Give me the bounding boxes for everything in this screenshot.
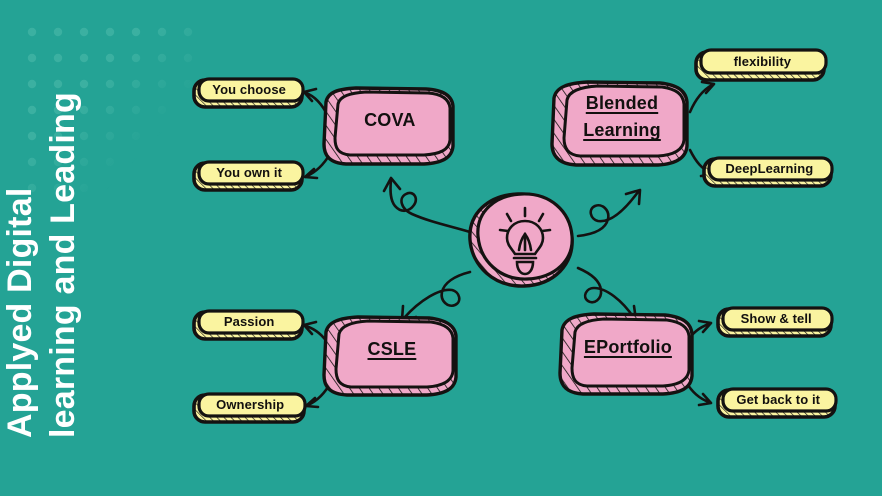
badge-get-back-to-it[interactable]: Get back to it [714, 386, 840, 420]
center-node-lightbulb[interactable] [462, 188, 580, 292]
badge-deeplearning-label: DeepLearning [725, 161, 814, 177]
badge-you-own-it[interactable]: You own it [190, 159, 306, 193]
badge-show-and-tell-label-wrap: Show & tell [725, 305, 827, 332]
badge-you-choose-shape [192, 77, 305, 109]
node-csle-label-wrap: CSLE [334, 313, 451, 387]
connector-center-to-blended-learning [576, 188, 642, 238]
center-node-shape [468, 192, 574, 288]
node-eportfolio-label: EPortfolio [583, 337, 672, 358]
badge-passion-label-wrap: Passion [200, 308, 297, 335]
connector-center-to-cova [382, 176, 472, 234]
badge-passion-shape [192, 309, 305, 341]
badge-ownership-shape [192, 392, 307, 424]
node-eportfolio[interactable]: EPortfolio [552, 310, 698, 400]
badge-you-choose[interactable]: You choose [190, 76, 306, 110]
badge-deeplearning-label-wrap: DeepLearning [712, 155, 826, 182]
node-csle-label: CSLE [367, 339, 417, 360]
badge-flexibility-label-wrap: flexibility [704, 47, 820, 76]
badge-you-own-it-label-wrap: You own it [200, 159, 297, 186]
badge-deeplearning[interactable]: DeepLearning [700, 155, 836, 189]
node-cova-shape [322, 86, 455, 166]
badge-flexibility[interactable]: flexibility [692, 47, 830, 83]
badge-show-and-tell[interactable]: Show & tell [714, 305, 836, 339]
node-blended-learning-label-wrap: Blended Learning [562, 78, 682, 157]
node-cova-label: COVA [364, 109, 416, 130]
node-eportfolio-shape [558, 312, 694, 396]
badge-show-and-tell-label: Show & tell [740, 311, 812, 327]
badge-get-back-to-it-shape [716, 387, 838, 419]
node-cova[interactable]: COVA [316, 84, 458, 170]
node-blended-learning-label-line2: Learning [583, 120, 661, 141]
badge-you-own-it-label: You own it [216, 165, 283, 181]
node-cova-label-wrap: COVA [333, 84, 447, 156]
badge-flexibility-label: flexibility [733, 53, 792, 69]
badge-you-choose-label: You choose [212, 82, 287, 98]
badge-deeplearning-shape [702, 156, 834, 188]
badge-you-choose-label-wrap: You choose [200, 76, 297, 103]
badge-flexibility-shape [694, 48, 828, 82]
node-eportfolio-label-wrap: EPortfolio [570, 310, 687, 386]
node-blended-learning[interactable]: Blended Learning [544, 78, 694, 172]
badge-ownership[interactable]: Ownership [190, 391, 308, 425]
node-blended-learning-label-line1: Blended [585, 93, 659, 114]
lightbulb-icon [498, 206, 552, 276]
badge-passion[interactable]: Passion [190, 308, 306, 342]
node-blended-learning-shape [550, 80, 689, 167]
badge-you-own-it-shape [192, 160, 305, 192]
connector-blended-to-flexibility [688, 80, 716, 114]
badge-ownership-label-wrap: Ownership [201, 391, 300, 418]
node-csle-shape [322, 315, 458, 397]
badge-show-and-tell-shape [716, 306, 834, 338]
node-csle[interactable]: CSLE [316, 313, 462, 401]
badge-get-back-to-it-label-wrap: Get back to it [725, 386, 831, 413]
badge-ownership-label: Ownership [216, 397, 285, 413]
badge-passion-label: Passion [223, 314, 275, 330]
badge-get-back-to-it-label: Get back to it [736, 392, 821, 408]
